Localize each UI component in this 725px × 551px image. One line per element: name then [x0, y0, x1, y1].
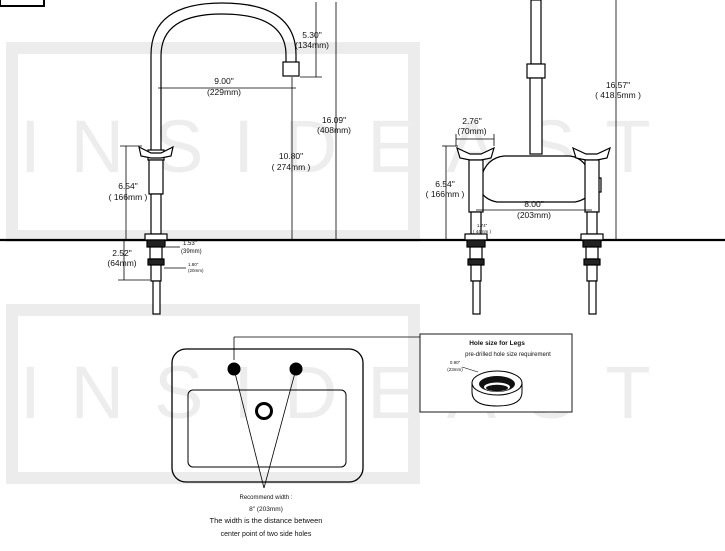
sink-top-view	[171, 336, 420, 489]
shank-length-in: 2.52"	[112, 248, 132, 258]
front-spout-column	[530, 0, 542, 65]
body-stem	[150, 193, 162, 235]
front-left-column	[468, 159, 484, 213]
total-height-in: 16.09"	[322, 115, 346, 125]
sink-note-line1: Recommend width :	[239, 495, 292, 501]
spout-outer	[150, 2, 297, 150]
handle-height-in: 6.54"	[118, 181, 138, 191]
corner-frame	[0, 0, 45, 7]
front-right-thread	[585, 246, 599, 260]
shank-dia-mm: (20mm)	[188, 268, 204, 273]
hole-dia-mm: (23mm)	[447, 367, 463, 372]
front-spout-neck	[529, 77, 543, 155]
watermark-frame-top	[6, 42, 420, 242]
front-left-pipe	[472, 280, 481, 315]
shank-dia-in: 1.80"	[188, 262, 199, 267]
side-view-faucet	[138, 2, 300, 315]
drain-hole-inner	[258, 405, 270, 417]
hole-box-subtitle: pre-drilled hole size requirement	[465, 352, 551, 358]
front-total-height-in: 16.57"	[606, 80, 630, 90]
leg-dia-mm: ( 44mm )	[473, 229, 492, 234]
front-handle-height-mm: ( 166mm )	[426, 189, 465, 199]
front-right-nut-top	[582, 239, 602, 248]
sink-basin	[187, 389, 347, 468]
front-total-height-mm: ( 418.5mm )	[595, 90, 641, 100]
body-column	[148, 159, 164, 195]
bridge-body	[470, 155, 602, 203]
front-right-column	[584, 159, 600, 213]
sink-note-line4: center point of two side holes	[221, 531, 312, 538]
front-right-lower	[586, 264, 598, 282]
shank-lower	[150, 264, 162, 282]
front-spout-collar	[526, 63, 546, 79]
spout-height-in: 10.80"	[279, 151, 303, 161]
side-view-dimensions	[118, 2, 337, 281]
reach-mm: (229mm)	[207, 87, 241, 97]
pointer-right	[263, 368, 297, 489]
centers-mm: (203mm)	[517, 210, 551, 220]
front-right-pipe	[588, 280, 597, 315]
spout-aerator	[282, 61, 300, 77]
shank-top-mm: (39mm)	[181, 249, 202, 255]
spout-inner	[160, 13, 287, 150]
front-right-nut	[583, 258, 601, 266]
front-right-stem	[586, 211, 598, 235]
shank-thread	[149, 246, 163, 260]
shank-nut-top	[146, 239, 166, 248]
watermark-text-bottom: INSIDEAST	[20, 351, 681, 434]
shank-length-mm: (64mm)	[107, 258, 136, 268]
hole-illustration	[471, 370, 523, 407]
centers-in: 8.00"	[524, 199, 544, 209]
front-view-faucet	[456, 0, 611, 315]
handle-width-in: 2.76"	[462, 116, 482, 126]
front-right-handle	[572, 146, 611, 161]
leg-dia-in: 1.74"	[477, 223, 488, 228]
handle-width-mm: (70mm)	[457, 126, 486, 136]
sink-note: Recommend width : 8" (203mm) The width i…	[210, 495, 323, 538]
front-left-nut-top	[466, 239, 486, 248]
hole-box-title: Hole size for Legs	[469, 340, 525, 347]
total-height-mm: (408mm)	[317, 125, 351, 135]
watermark-frame-bottom	[6, 304, 420, 484]
front-view-labels: 16.57" ( 418.5mm ) 2.76" (70mm) 6.54" ( …	[426, 80, 641, 234]
pointer-left	[233, 368, 265, 489]
handle-height-mm: ( 166mm )	[109, 192, 148, 202]
sink-note-line3: The width is the distance between	[210, 516, 323, 525]
spout-height-mm: ( 274mm )	[272, 162, 311, 172]
shank-top-in: 1.53"	[183, 241, 197, 247]
spout-drop-in: 5.30"	[302, 30, 322, 40]
front-left-handle	[456, 146, 495, 161]
hole-dia-leader	[461, 366, 479, 373]
shank-pipe	[152, 280, 161, 315]
sink-outer	[171, 348, 364, 483]
sink-note-line2: 8" (203mm)	[249, 506, 283, 513]
reach-in: 9.00"	[214, 76, 234, 86]
hole-dia-in: 0.90"	[450, 360, 461, 365]
front-handle-height-in: 6.54"	[435, 179, 455, 189]
spout-drop-mm: (134mm)	[295, 40, 329, 50]
front-left-thread	[469, 246, 483, 260]
front-left-nut	[467, 258, 485, 266]
shank-nut	[147, 258, 165, 266]
front-right-base	[580, 233, 604, 241]
hole-bottom	[486, 384, 508, 392]
side-view-labels: 9.00" (229mm) 5.30" (134mm) 10.80" ( 274…	[107, 30, 351, 273]
front-view-dimensions	[442, 0, 617, 240]
body-base	[144, 233, 168, 241]
front-left-lower	[470, 264, 482, 282]
hole-size-box: Hole size for Legs pre-drilled hole size…	[419, 333, 573, 413]
front-left-base	[464, 233, 488, 241]
side-cross-handle	[138, 145, 174, 159]
